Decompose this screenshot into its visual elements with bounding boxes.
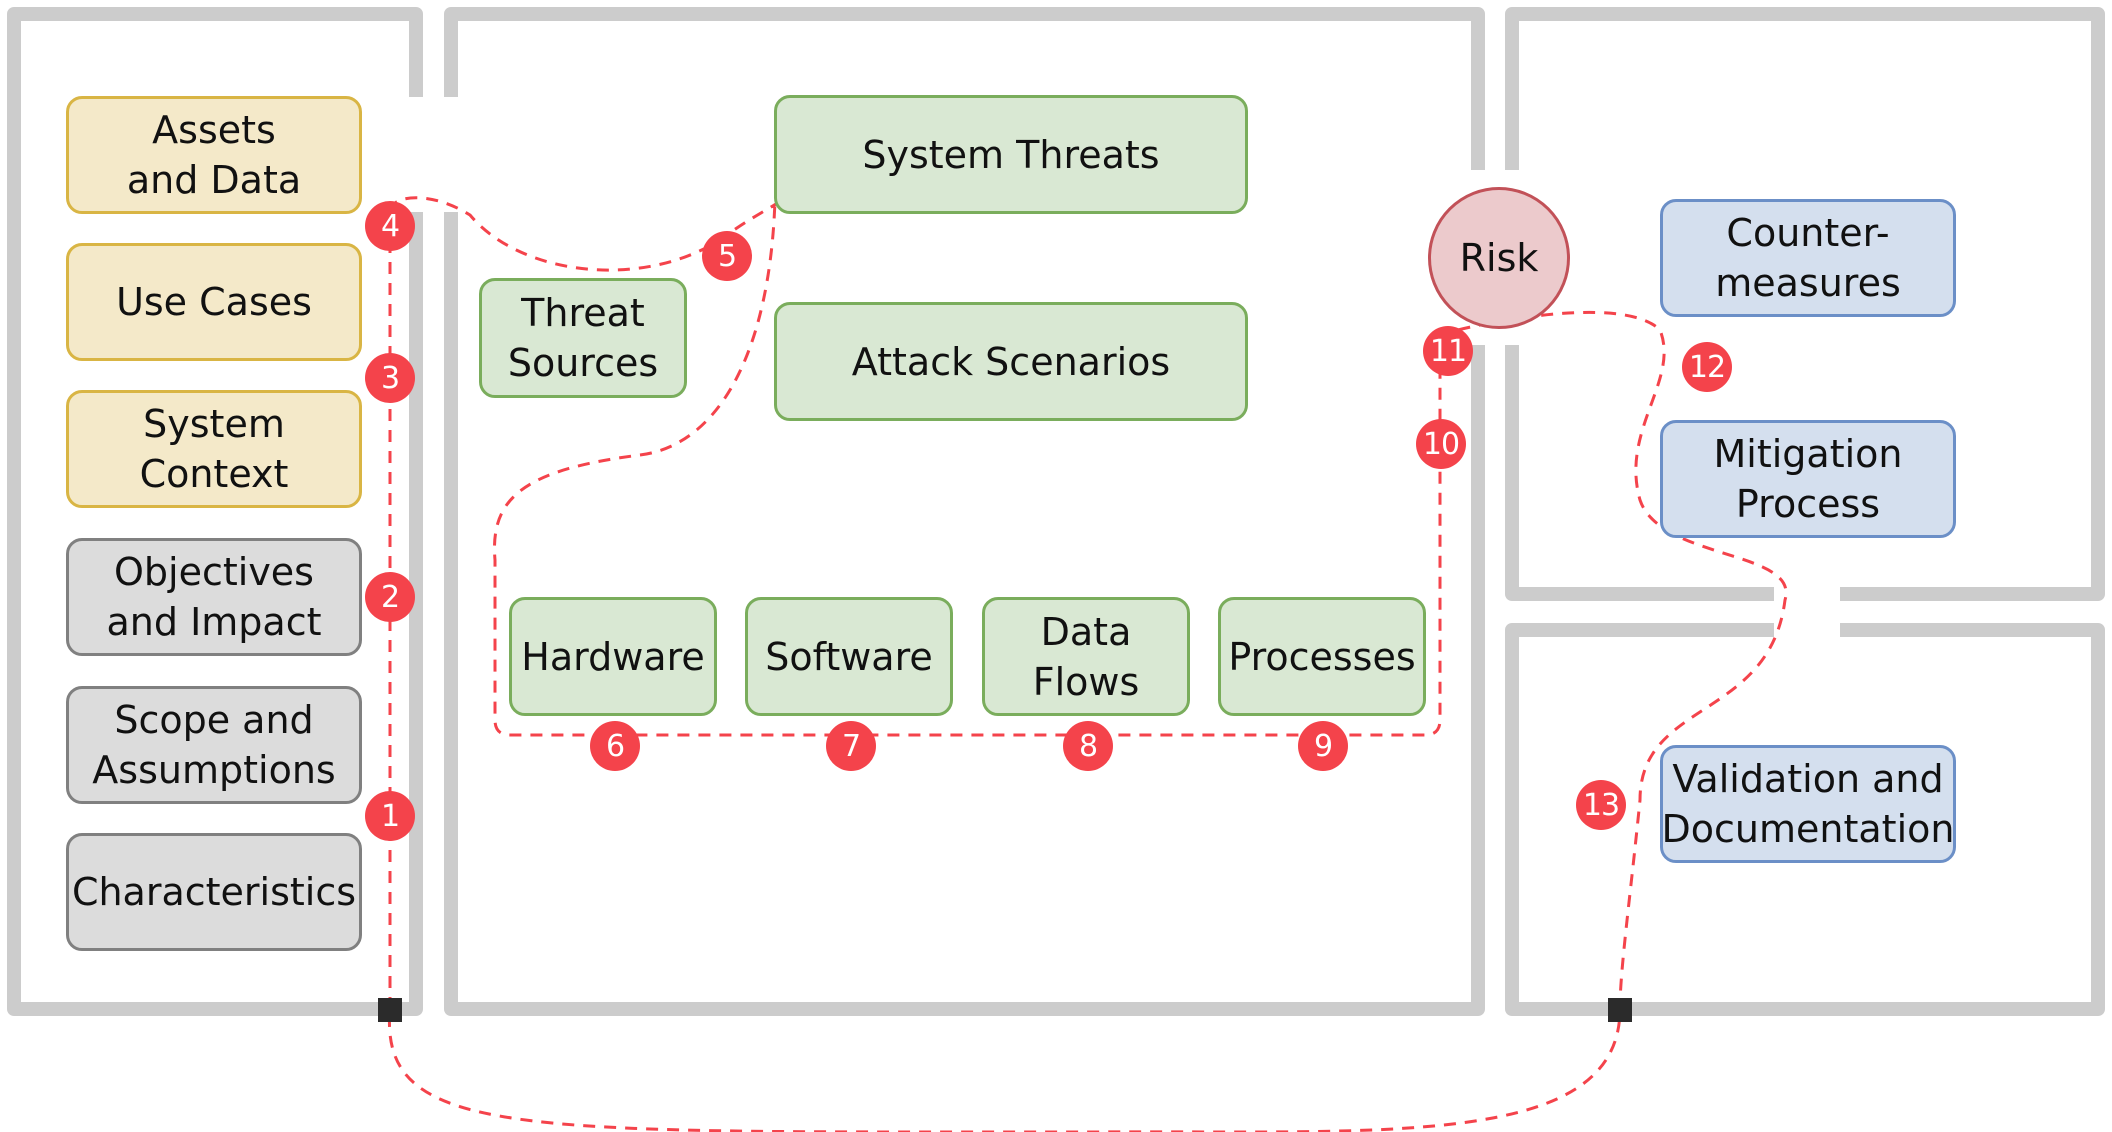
software-box: Software	[745, 597, 953, 716]
attack-scenarios-box: Attack Scenarios	[774, 302, 1248, 421]
risk-node: Risk	[1428, 187, 1570, 329]
panel-top-right-lower	[1505, 345, 1774, 601]
path-start-marker	[378, 998, 402, 1022]
data-flows-box: Data Flows	[982, 597, 1190, 716]
step-badge-6: 6	[590, 721, 640, 771]
panel-left	[7, 7, 423, 1016]
step-badge-9: 9	[1298, 721, 1348, 771]
step-badge-1: 1	[365, 791, 415, 841]
step-badge-12: 12	[1682, 342, 1732, 392]
step-badge-10: 10	[1416, 419, 1466, 469]
assets-and-data-box: Assets and Data	[66, 96, 362, 214]
mitigation-process-box: Mitigation Process	[1660, 420, 1956, 538]
step-badge-5: 5	[702, 231, 752, 281]
threat-sources-box: Threat Sources	[479, 278, 687, 398]
path-end-marker	[1608, 998, 1632, 1022]
step-badge-8: 8	[1063, 721, 1113, 771]
system-threats-box: System Threats	[774, 95, 1248, 214]
hardware-box: Hardware	[509, 597, 717, 716]
scope-and-assumptions-box: Scope and Assumptions	[66, 686, 362, 804]
use-cases-box: Use Cases	[66, 243, 362, 361]
countermeasures-box: Counter- measures	[1660, 199, 1956, 317]
objectives-and-impact-box: Objectives and Impact	[66, 538, 362, 656]
system-context-box: System Context	[66, 390, 362, 508]
step-badge-11: 11	[1423, 326, 1473, 376]
panel-middle	[444, 7, 1485, 170]
validation-and-documentation-box: Validation and Documentation	[1660, 745, 1956, 863]
step-badge-2: 2	[365, 572, 415, 622]
characteristics-box: Characteristics	[66, 833, 362, 951]
step-badge-13: 13	[1576, 780, 1626, 830]
processes-box: Processes	[1218, 597, 1426, 716]
step-badge-4: 4	[365, 201, 415, 251]
panel-bottom-right	[1505, 623, 2105, 1016]
step-badge-3: 3	[365, 353, 415, 403]
panel-middle-lower	[444, 212, 1485, 1016]
panel-top-right	[1505, 7, 2105, 601]
step-badge-7: 7	[826, 721, 876, 771]
